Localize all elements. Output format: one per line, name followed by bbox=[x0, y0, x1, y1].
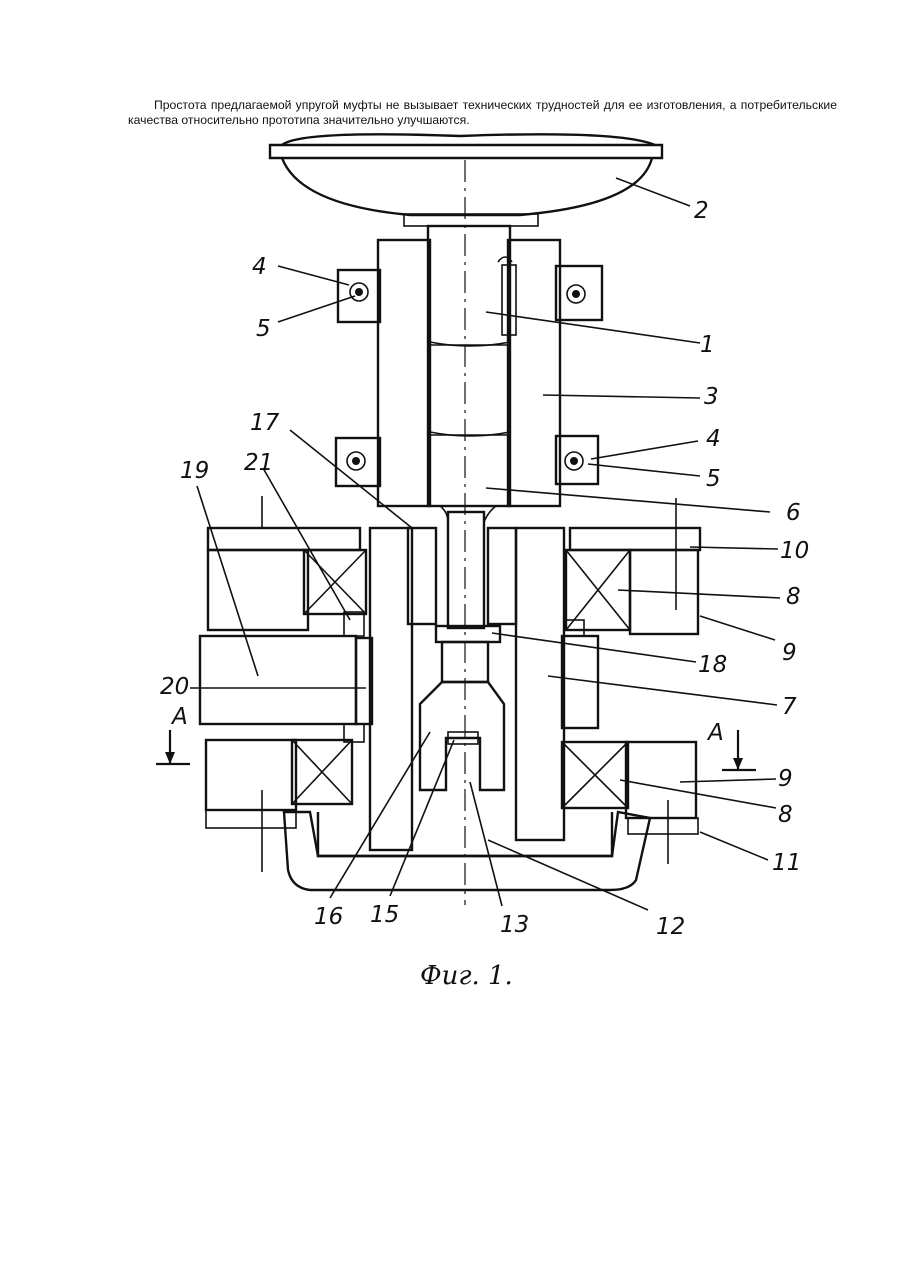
bracket-lower-left bbox=[336, 438, 380, 486]
label-7: 7 bbox=[782, 694, 797, 720]
label-5-upper: 5 bbox=[256, 316, 271, 342]
label-4-lower: 4 bbox=[706, 426, 721, 452]
bracket-upper-right bbox=[556, 266, 602, 320]
section-mark-right: А bbox=[706, 720, 724, 746]
label-19: 19 bbox=[180, 458, 209, 484]
label-11: 11 bbox=[772, 850, 801, 876]
label-3: 3 bbox=[704, 384, 719, 410]
label-9-lower: 9 bbox=[778, 766, 793, 792]
label-8-lower: 8 bbox=[778, 802, 793, 828]
label-18: 18 bbox=[698, 652, 727, 678]
bracket-upper-left bbox=[338, 270, 380, 322]
section-mark-left: А bbox=[170, 704, 188, 730]
label-17: 17 bbox=[250, 410, 280, 436]
gear-part-19 bbox=[200, 612, 372, 742]
label-15: 15 bbox=[370, 902, 399, 928]
figure-caption: Фиг. 1. bbox=[420, 961, 513, 991]
label-21: 21 bbox=[244, 450, 273, 476]
label-6: 6 bbox=[786, 500, 801, 526]
label-9-upper: 9 bbox=[782, 640, 797, 666]
label-12: 12 bbox=[656, 914, 685, 940]
bracket-lower-right bbox=[556, 436, 598, 484]
label-13: 13 bbox=[500, 912, 529, 938]
label-4-upper: 4 bbox=[252, 254, 267, 280]
label-5-lower: 5 bbox=[706, 466, 721, 492]
lower-housing bbox=[206, 740, 698, 890]
label-1: 1 bbox=[700, 332, 715, 358]
label-16: 16 bbox=[314, 904, 343, 930]
label-20: 20 bbox=[160, 674, 189, 700]
label-8-upper: 8 bbox=[786, 584, 801, 610]
housing-plates bbox=[208, 496, 700, 634]
disk-part-2 bbox=[270, 134, 662, 226]
upper-assembly bbox=[336, 226, 602, 506]
label-2: 2 bbox=[694, 198, 709, 224]
label-10: 10 bbox=[780, 538, 809, 564]
